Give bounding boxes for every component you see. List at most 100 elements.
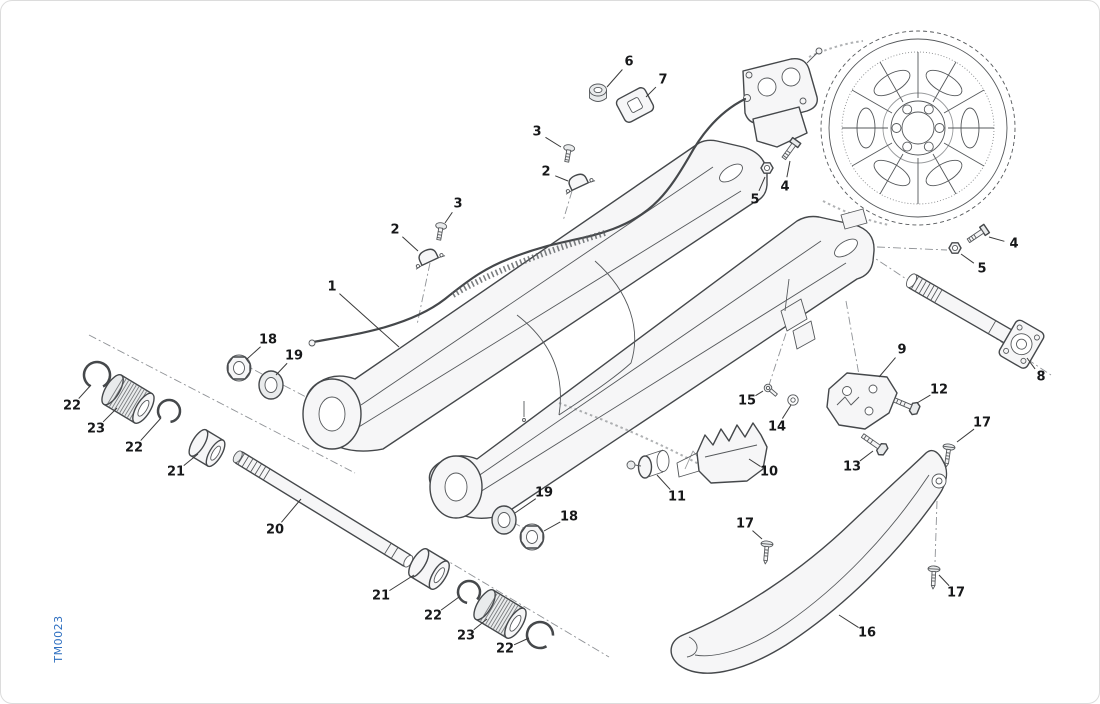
callout-10: 10 <box>760 465 778 480</box>
callout-leader-line <box>1026 357 1036 370</box>
callout-leader-line <box>275 362 288 376</box>
callout-leader-line <box>758 176 766 192</box>
pivot-spacer-lower <box>408 548 450 590</box>
callout-12: 12 <box>930 383 948 398</box>
callout-leader-line <box>988 236 1005 242</box>
callout-5: 5 <box>750 193 759 208</box>
mount-bolt-15 <box>763 383 778 397</box>
callout-leader-line <box>960 253 975 264</box>
callout-2: 2 <box>541 165 550 180</box>
callout-leader-line <box>786 160 791 178</box>
chain-slider <box>670 449 948 674</box>
callout-leader-line <box>281 498 302 523</box>
callout-leader-line <box>656 474 671 490</box>
rear-axle <box>905 273 1045 369</box>
adjuster-nut-lower <box>948 242 962 254</box>
guide-roller <box>626 449 670 479</box>
guide-screw-12 <box>893 397 921 416</box>
callout-leader-line <box>838 614 859 629</box>
washer-14 <box>787 394 799 406</box>
hose-spiral-guard <box>451 230 606 298</box>
callout-leader-line <box>781 404 792 419</box>
callout-leader-line <box>183 453 199 467</box>
callout-leader-line <box>402 236 419 252</box>
pivot-bearing-upper <box>101 374 155 424</box>
callout-7: 7 <box>658 73 667 88</box>
clamp-screw-upper <box>563 144 576 163</box>
callout-leader-line <box>859 450 874 462</box>
slider-screw-bottom <box>927 565 941 590</box>
callout-17: 17 <box>736 517 754 532</box>
callout-22: 22 <box>424 609 442 624</box>
callout-leader-line <box>140 417 162 441</box>
circlip-far-lower <box>525 620 555 650</box>
callout-leader-line <box>440 596 460 611</box>
adjuster-nut-upper <box>760 162 774 174</box>
chain-guide-block <box>676 422 768 484</box>
callout-15: 15 <box>738 394 756 409</box>
callout-21: 21 <box>372 589 390 604</box>
rear-sprocket <box>820 30 1016 226</box>
adjuster-bolt-upper <box>781 136 802 161</box>
circlip-lower-inner <box>456 579 482 605</box>
callout-17: 17 <box>973 416 991 431</box>
adjuster-bolt-lower <box>966 223 991 244</box>
pivot-spacer-upper <box>188 428 226 468</box>
callout-leader-line <box>752 530 763 540</box>
brake-caliper <box>742 47 823 148</box>
callout-leader-line <box>555 175 569 182</box>
callout-leader-line <box>755 390 764 397</box>
callout-16: 16 <box>858 626 876 641</box>
callout-14: 14 <box>768 420 786 435</box>
callout-leader-line <box>246 346 261 360</box>
chain-run-hint <box>808 40 890 226</box>
callout-leader-line <box>389 574 415 592</box>
callout-9: 9 <box>897 343 906 358</box>
callout-17: 17 <box>947 586 965 601</box>
callout-5: 5 <box>977 262 986 277</box>
pivot-seal-lower <box>491 505 517 535</box>
callout-leader-line <box>444 211 453 224</box>
callout-leader-line <box>938 574 950 587</box>
callout-11: 11 <box>668 490 686 505</box>
pivot-nut-upper <box>226 354 252 382</box>
callout-21: 21 <box>167 465 185 480</box>
callout-leader-line <box>878 357 896 378</box>
callout-22: 22 <box>125 441 143 456</box>
slider-mount-hole <box>931 473 947 489</box>
callout-leader-line <box>513 637 530 646</box>
callout-leader-line <box>545 136 562 148</box>
guide-mount-tabs <box>780 298 816 350</box>
sprocket-spokes <box>842 52 994 204</box>
hose-clamp-lower <box>415 248 446 270</box>
hose-guide-plate <box>615 87 655 123</box>
callout-leader-line <box>78 384 92 399</box>
hose-clamp-upper <box>565 173 596 195</box>
slider-screw-left <box>760 540 774 565</box>
callout-23: 23 <box>87 422 105 437</box>
swingarm-body <box>302 139 875 519</box>
callout-4: 4 <box>780 180 789 195</box>
hose-grommet <box>589 83 607 102</box>
brake-hose <box>308 97 747 347</box>
callout-4: 4 <box>1009 237 1018 252</box>
callout-23: 23 <box>457 629 475 644</box>
pivot-bearing-lower <box>473 589 527 639</box>
callout-leader-line <box>543 521 561 532</box>
callout-20: 20 <box>266 523 284 538</box>
callout-18: 18 <box>259 333 277 348</box>
callout-leader-line <box>748 458 761 467</box>
pivot-shaft <box>232 450 414 568</box>
callout-leader-line <box>514 498 537 514</box>
callout-leader-line <box>102 407 118 423</box>
pivot-nut-lower <box>519 523 545 551</box>
clamp-screw-lower <box>435 222 448 241</box>
chain-guide-bracket <box>826 372 898 430</box>
drawing-code: TM0023 <box>52 615 65 663</box>
callout-leader-line <box>645 86 657 98</box>
callout-leader-line <box>606 69 623 88</box>
callout-22: 22 <box>63 399 81 414</box>
callout-leader-line <box>916 394 931 404</box>
pivot-seal-upper <box>258 370 284 400</box>
